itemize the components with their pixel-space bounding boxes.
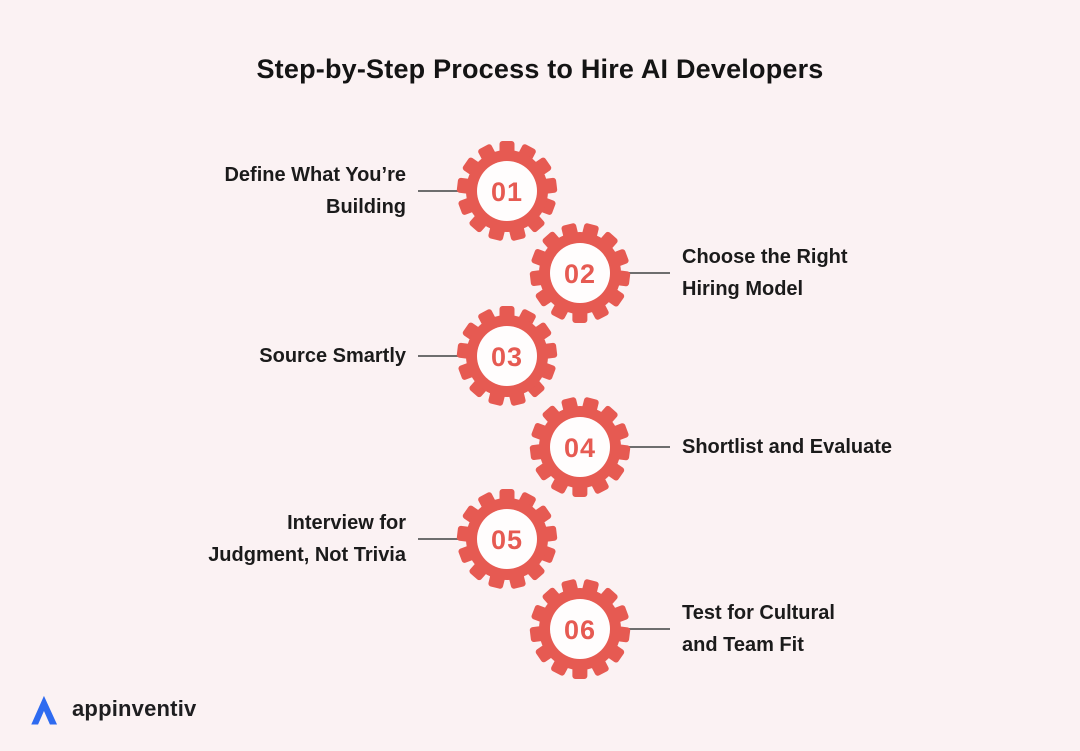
gear-icon: 01	[456, 141, 558, 241]
step-label-line: Shortlist and Evaluate	[682, 436, 893, 458]
step-label: Source Smartly	[259, 340, 406, 372]
gear-step-number: 04	[564, 433, 596, 463]
step-label-line: Define What You’re	[224, 164, 406, 186]
gear-step-number: 05	[491, 525, 523, 555]
gear-step-number: 02	[564, 259, 596, 289]
gear-icon: 02	[529, 223, 631, 324]
page-title: Step-by-Step Process to Hire AI Develope…	[256, 54, 824, 84]
gear-icon: 05	[456, 489, 558, 589]
step-label-line: Choose the Right	[682, 246, 848, 268]
footer-logo: appinventiv	[28, 690, 196, 728]
step-label: Shortlist and Evaluate	[682, 431, 892, 463]
gear-step-number: 01	[491, 177, 523, 207]
appinventiv-logo-icon	[31, 695, 58, 725]
appinventiv-logo-text: appinventiv	[72, 696, 197, 721]
step-label-line: Building	[326, 196, 406, 218]
step-label: Test for Cultural and Team Fit	[682, 597, 835, 661]
gear-icon: 04	[529, 397, 631, 498]
gear-step-number: 03	[491, 342, 523, 372]
step-label-line: Hiring Model	[682, 278, 804, 300]
step-label-line: and Team Fit	[682, 634, 804, 656]
step-label-line: Interview for	[287, 512, 406, 534]
gear-step-number: 06	[564, 615, 596, 645]
gear-icon: 03	[456, 306, 558, 406]
step-label-line: Judgment, Not Trivia	[208, 544, 406, 566]
step-label-line: Source Smartly	[259, 345, 406, 367]
gear-icon: 06	[529, 579, 631, 680]
step-label-line: Test for Cultural	[682, 602, 835, 624]
